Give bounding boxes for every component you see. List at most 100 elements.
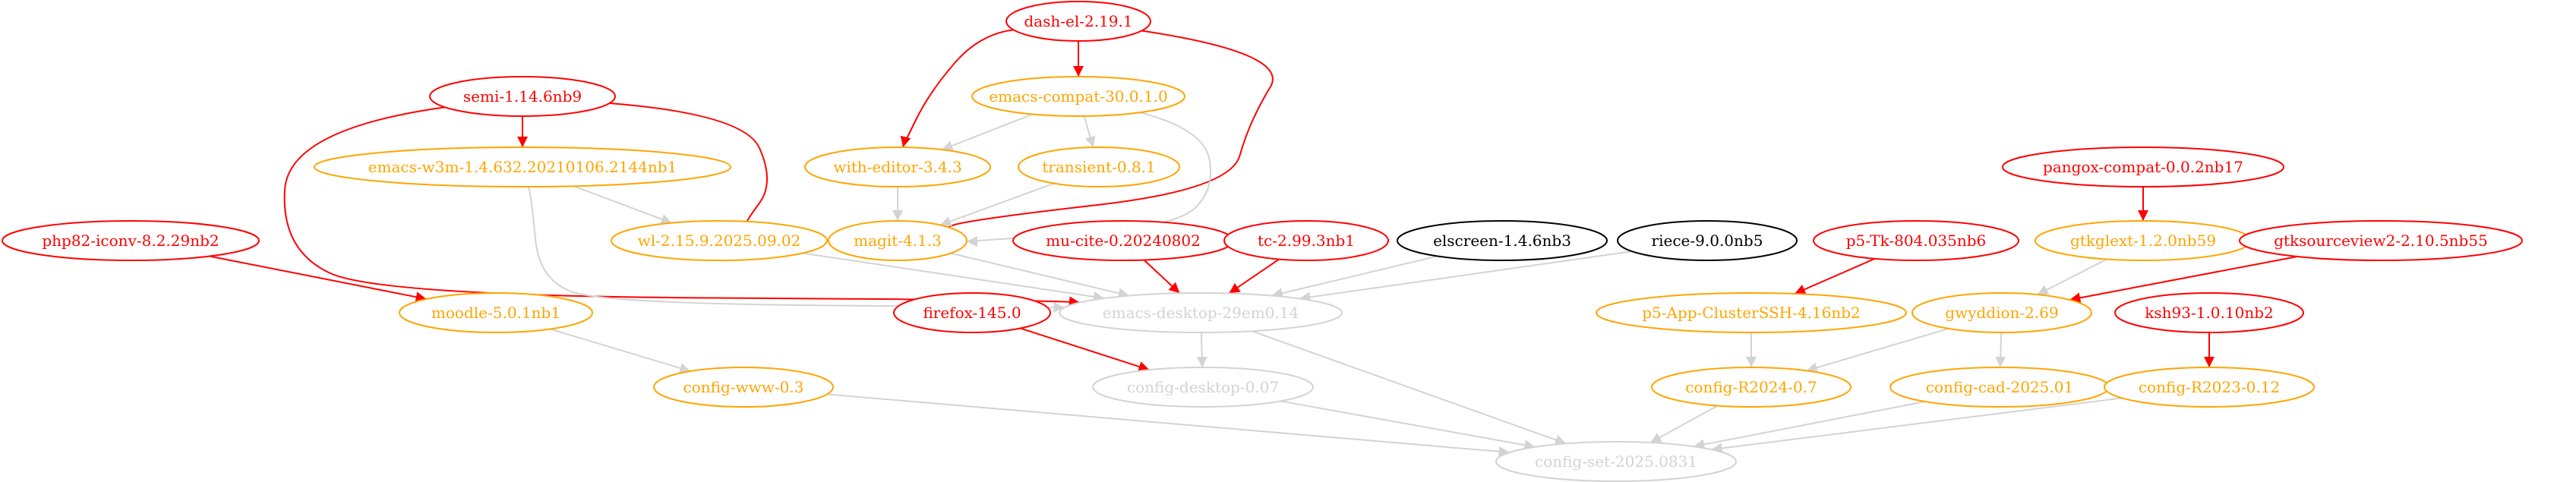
node-label: elscreen-1.4.6nb3 (1433, 232, 1571, 250)
edge-config-desktop-to-config-set (1280, 400, 1536, 451)
edge-path (1794, 257, 1876, 295)
node-mu-cite[interactable]: mu-cite-0.20240802 (1012, 220, 1234, 261)
node-firefox[interactable]: firefox-145.0 (893, 292, 1051, 333)
node-label: mu-cite-0.20240802 (1046, 232, 1201, 250)
node-ellipse (399, 292, 593, 333)
node-label: firefox-145.0 (923, 304, 1021, 322)
node-label: config-www-0.3 (683, 378, 804, 396)
node-ellipse (1005, 1, 1151, 42)
node-config-desktop[interactable]: config-desktop-0.07 (1092, 367, 1314, 408)
edge-path (1020, 327, 1150, 372)
edge-path (283, 106, 1080, 307)
edge-path (826, 393, 1510, 457)
node-p5-app-clusterssh[interactable]: p5-App-ClusterSSH-4.16nb2 (1596, 292, 1907, 333)
node-ellipse (1223, 220, 1389, 261)
node-label: gtkglext-1.2.0nb59 (2070, 232, 2216, 250)
node-label: semi-1.14.6nb9 (463, 87, 582, 106)
node-label: config-desktop-0.07 (1127, 378, 1279, 396)
node-label: pangox-compat-0.0.2nb17 (2043, 158, 2243, 176)
node-riece[interactable]: riece-9.0.0nb5 (1617, 220, 1798, 261)
node-ellipse (611, 220, 828, 261)
node-config-www[interactable]: config-www-0.3 (653, 367, 834, 408)
node-moodle[interactable]: moodle-5.0.1nb1 (399, 292, 593, 333)
node-label: config-R2023-0.12 (2139, 378, 2280, 396)
node-label: config-cad-2025.01 (1926, 378, 2073, 396)
node-tc[interactable]: tc-2.99.3nb1 (1223, 220, 1389, 261)
node-gtksourceview2[interactable]: gtksourceview2-2.10.5nb55 (2239, 220, 2523, 261)
node-transient[interactable]: transient-0.8.1 (1018, 146, 1180, 187)
node-p5-tk[interactable]: p5-Tk-804.035nb6 (1813, 220, 2019, 261)
node-ellipse (2239, 220, 2523, 261)
edge-dash-el-to-with-editor (900, 29, 1014, 148)
node-emacs-compat[interactable]: emacs-compat-30.0.1.0 (971, 76, 1185, 117)
node-ellipse (1397, 220, 1608, 261)
node-semi[interactable]: semi-1.14.6nb9 (429, 76, 616, 117)
edge-path (209, 255, 427, 303)
node-label: p5-Tk-804.035nb6 (1846, 232, 1987, 250)
node-ellipse (971, 76, 1185, 117)
edge-php82-iconv-to-moodle (209, 255, 427, 303)
node-ksh93[interactable]: ksh93-1.0.10nb2 (2114, 292, 2304, 333)
node-label: php82-iconv-8.2.29nb2 (42, 232, 219, 250)
node-ellipse (1596, 292, 1907, 333)
node-ellipse (893, 292, 1051, 333)
node-ellipse (1495, 441, 1737, 482)
edge-emacs-compat-to-transient (1083, 115, 1096, 148)
node-label: tc-2.99.3nb1 (1258, 232, 1355, 250)
edge-path (2069, 255, 2298, 304)
edge-path (550, 328, 691, 373)
edge-path (1083, 115, 1096, 148)
node-label: emacs-desktop-29em0.14 (1103, 304, 1299, 322)
node-php82-iconv[interactable]: php82-iconv-8.2.29nb2 (2, 220, 260, 261)
edge-path (1228, 258, 1280, 295)
edge-path (1252, 330, 1567, 446)
node-dash-el[interactable]: dash-el-2.19.1 (1005, 1, 1151, 42)
node-gtkglext[interactable]: gtkglext-1.2.0nb59 (2035, 220, 2252, 261)
node-gwyddion[interactable]: gwyddion-2.69 (1911, 292, 2092, 333)
node-label: config-set-2025.0831 (1535, 452, 1697, 471)
edge-path (1995, 332, 2006, 368)
node-ellipse (828, 220, 968, 261)
edge-gwyddion-to-config-cad (1995, 332, 2006, 368)
node-label: with-editor-3.4.3 (833, 158, 962, 176)
edge-path (802, 252, 1105, 302)
edge-mu-cite-to-emacs-desktop (1143, 259, 1181, 295)
edge-semi-to-emacs-desktop (283, 106, 1080, 307)
node-wl[interactable]: wl-2.15.9.2025.09.02 (611, 220, 828, 261)
edge-path (900, 29, 1014, 148)
node-ellipse (2002, 146, 2284, 187)
node-label: dash-el-2.19.1 (1024, 12, 1132, 30)
node-ellipse (2, 220, 260, 261)
node-emacs-w3m[interactable]: emacs-w3m-1.4.632.20210106.2144nb1 (314, 146, 731, 187)
edge-path (573, 185, 672, 225)
node-label: wl-2.15.9.2025.09.02 (638, 232, 801, 250)
edge-path (2037, 258, 2107, 296)
node-ellipse (1617, 220, 1798, 261)
edge-path (609, 102, 768, 232)
node-config-set[interactable]: config-set-2025.0831 (1495, 441, 1737, 482)
node-config-cad[interactable]: config-cad-2025.01 (1889, 367, 2110, 408)
edge-elscreen-to-emacs-desktop (1271, 255, 1438, 299)
edge-config-r2023-to-config-set (1711, 397, 2123, 454)
node-label: riece-9.0.0nb5 (1652, 232, 1763, 250)
edge-path (950, 252, 1130, 299)
node-config-r2024[interactable]: config-R2024-0.7 (1651, 367, 1852, 408)
node-label: magit-4.1.3 (854, 232, 942, 250)
edge-config-r2024-to-config-set (1649, 405, 1719, 443)
node-elscreen[interactable]: elscreen-1.4.6nb3 (1397, 220, 1608, 261)
edge-gtksourceview2-to-gwyddion (2069, 255, 2298, 304)
edge-semi-to-wl (609, 102, 768, 232)
node-label: gwyddion-2.69 (1945, 304, 2058, 322)
node-label: gtksourceview2-2.10.5nb55 (2274, 232, 2488, 250)
node-pangox-compat[interactable]: pangox-compat-0.0.2nb17 (2002, 146, 2284, 187)
node-ellipse (1651, 367, 1852, 408)
node-emacs-desktop[interactable]: emacs-desktop-29em0.14 (1059, 292, 1343, 333)
node-label: p5-App-ClusterSSH-4.16nb2 (1642, 304, 1861, 322)
edge-gwyddion-to-config-r2024 (1806, 327, 1949, 373)
node-magit[interactable]: magit-4.1.3 (828, 220, 968, 261)
node-ellipse (429, 76, 616, 117)
edge-gtkglext-to-gwyddion (2037, 258, 2107, 296)
node-config-r2023[interactable]: config-R2023-0.12 (2104, 367, 2315, 408)
node-with-editor[interactable]: with-editor-3.4.3 (804, 146, 991, 187)
node-label: ksh93-1.0.10nb2 (2145, 304, 2274, 322)
